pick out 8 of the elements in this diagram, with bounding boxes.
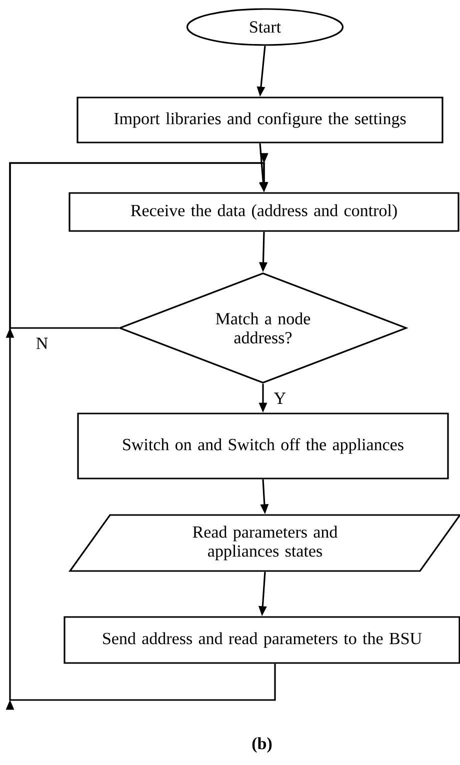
process-box: Switch on and Switch off the appliances — [77, 412, 449, 480]
process-box: Send address and read parameters to the BSU — [64, 616, 460, 664]
caption: (b) — [252, 737, 272, 753]
edge-label: N — [36, 338, 48, 349]
edge-label: Y — [274, 392, 286, 404]
process-box: Receive the data (address and control) — [68, 192, 460, 232]
process-box: Import libraries and configure the settings — [76, 96, 444, 144]
arrow — [6, 153, 276, 710]
